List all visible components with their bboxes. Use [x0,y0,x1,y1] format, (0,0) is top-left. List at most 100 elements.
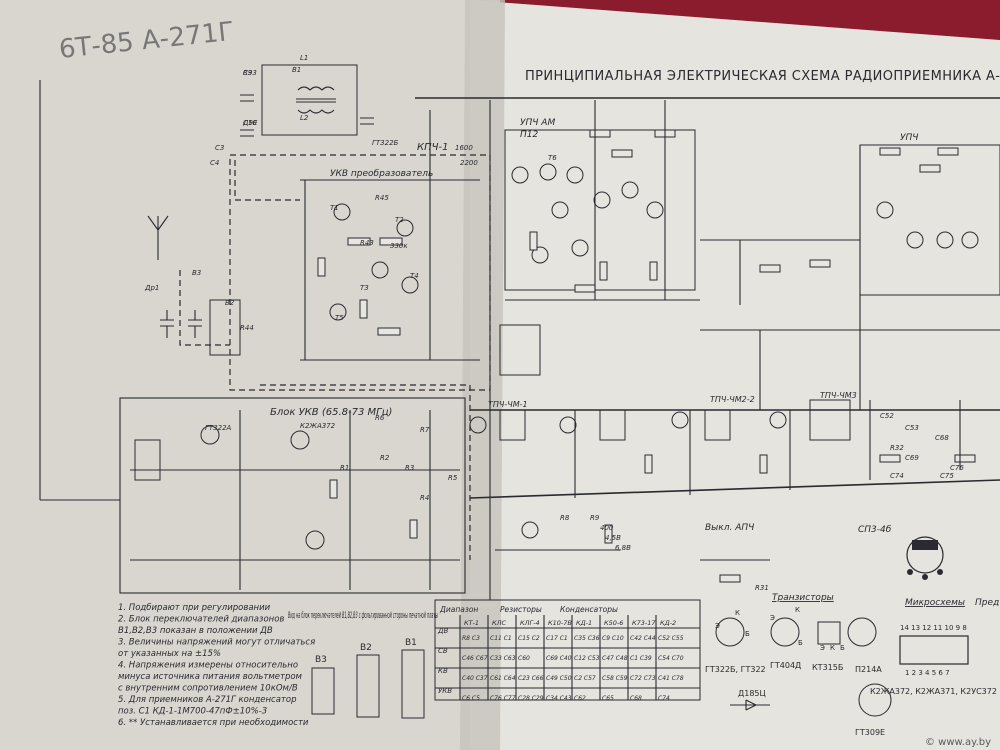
table-cell: С15 С2 [518,635,540,642]
table-cell: С11 С1 [490,635,512,642]
part-label: Т1 [330,204,339,212]
part-label: С52 [880,412,894,420]
table-cell: С76 С77 [490,695,516,702]
micro-labels: К2ЖА372, К2ЖА371, К2УС372 [870,687,997,696]
part-label: R5 [448,474,458,482]
table-cell: С28 С29 [518,695,544,702]
tr-label-5: ГТ309Е [855,728,885,737]
part-label: ГТ322Б [372,139,399,147]
part-label: С68 [935,434,949,442]
potentiometer-icon [906,536,944,580]
part-label: L1 [300,54,308,62]
transistor-pin-label: Э [770,614,775,622]
part-label: В2 [225,299,235,307]
part-label: R6 [375,414,385,422]
table-cell: С23 С66 [518,675,544,682]
micro-title: Микросхемы [905,598,965,608]
part-label: R43 [360,239,374,247]
part-label: ГТ322А [205,424,232,432]
note-line: 3. Величины напряжений могут отличаться [118,638,315,648]
part-label: Т2 [395,216,404,224]
transistor-pin-label: Б [745,630,750,638]
part-label: Т6 [548,154,557,162]
table-cell: С34 С43 [546,695,572,702]
frame-am-block [229,154,491,391]
part-label: R32 [890,444,904,452]
part-label: Т3 [360,284,369,292]
table-cell: С2 С57 [574,675,596,682]
transistor-pin-label: Э [715,622,720,630]
part-label: С74 [890,472,904,480]
table-cell: С69 С40 [546,655,572,662]
table-cell: С61 С64 [490,675,516,682]
page-fold-shadow [460,0,505,750]
table-header: Резисторы [500,605,542,614]
part-label: R44 [240,324,254,332]
table-cell: С33 С63 [490,655,516,662]
switch-diagrams: В3 В2 В1 [311,638,425,719]
table-cell: R8 С3 [462,635,480,642]
table-column-header: КТ-1 [464,619,479,627]
switch-label-b3: В3 [315,655,327,665]
notes-block: 1. Подбирают при регулировании 2. Блок пе… [118,603,315,728]
transistor-pin-label: К [795,606,800,614]
part-label: В1 [292,66,301,74]
note-line: 2. Блок переключателей диапазонов [118,615,284,625]
tr-label-4: П214А [855,665,882,674]
part-label: R2 [380,454,390,462]
label-sp: СП3-4б [858,525,892,535]
label-tpch2: ТПЧ-ЧМ2-2 [710,395,755,404]
background-cloth [760,0,1000,40]
label-vykl-apch: Выкл. АПЧ [705,523,754,533]
left-page [0,0,500,750]
table-band: СВ [438,647,448,655]
part-label: К2ЖА372 [300,422,336,430]
table-column-header: КЛС [492,619,507,627]
frame-ukv-block [119,397,466,594]
label-tpch: ТПЧ-ЧМ-1 [488,400,528,409]
table-cell: С54 С70 [658,655,684,662]
part-label: С10 [243,119,257,127]
part-label: Др1 [144,284,159,292]
label-block-ukv: Блок УКВ (65.8-73 МГц) [270,407,392,418]
part-label: В3 [192,269,201,277]
note-line: В1,В2,В3 показан в положении ДВ [118,626,273,636]
part-label: R1 [340,464,349,472]
tr-label-3: КТ315Б [812,663,843,672]
table-cell: С9 С10 [602,635,624,642]
watermark: © www.ay.by [925,737,991,748]
table-column-header: КЛГ-4 [520,619,540,627]
frame-table [434,599,701,701]
part-label: R33 [243,69,257,77]
part-label: С69 [905,454,919,462]
coil-l2 [297,109,335,114]
right-page [470,0,1000,750]
micro-body [899,635,969,665]
table-cell: С6 С5 [462,695,480,702]
diode-label: Д185Ц [738,689,766,698]
part-label: С75 [940,472,954,480]
table-cell: С74 [658,695,670,702]
transistors-title: Транзисторы [772,593,834,603]
table-column-header: К50-6 [604,619,623,627]
part-label: С3 [215,144,224,152]
part-label: Т5 [335,314,344,322]
part-label: 2200 [460,159,478,167]
table-column-header: К10-7В [548,619,572,627]
note-line: 1. Подбирают при регулировании [118,603,271,613]
part-label: R9 [590,514,600,522]
tr-label-2: ГТ404Д [770,661,801,670]
table-cell: С46 С67 [462,655,488,662]
capacitor-group-left [160,94,374,338]
part-label: R31 [755,584,769,592]
note-line: минуса источника питания вольтметром [118,672,303,682]
part-label: С53 [905,424,919,432]
part-label: 4,5В [605,534,621,542]
part-label: С76 [950,464,964,472]
part-label: R8 [560,514,570,522]
table-band: КВ [438,667,448,675]
label-tpch3: ТПЧ-ЧМ3 [820,391,857,400]
part-label: 1600 [455,144,473,152]
